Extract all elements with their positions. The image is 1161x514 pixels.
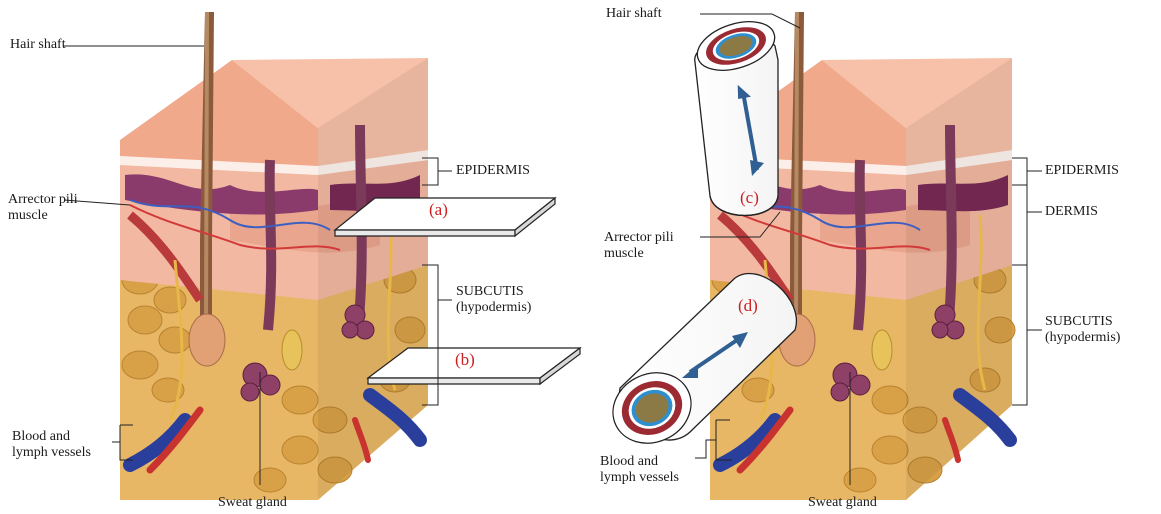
skin-block-left bbox=[120, 12, 428, 500]
label-arrector-left: Arrector pili muscle bbox=[8, 192, 78, 224]
label-dermis-right: DERMIS bbox=[1045, 204, 1098, 220]
label-arrector-right: Arrector pili muscle bbox=[604, 230, 674, 262]
label-hair-shaft-right: Hair shaft bbox=[606, 6, 662, 22]
cylinder-sample-c bbox=[690, 13, 781, 216]
label-vessels-right: Blood and lymph vessels bbox=[600, 454, 679, 486]
label-cylinder-c: (c) bbox=[740, 190, 759, 206]
label-plate-b: (b) bbox=[455, 352, 475, 368]
label-sweat-gland-left: Sweat gland bbox=[218, 495, 287, 511]
label-subcutis-left: SUBCUTIS (hypodermis) bbox=[456, 284, 531, 316]
label-plate-a: (a) bbox=[429, 202, 448, 218]
label-sweat-gland-right: Sweat gland bbox=[808, 495, 877, 511]
label-epidermis-right: EPIDERMIS bbox=[1045, 163, 1119, 179]
label-epidermis-left: EPIDERMIS bbox=[456, 163, 530, 179]
label-vessels-left: Blood and lymph vessels bbox=[12, 429, 91, 461]
label-subcutis-right: SUBCUTIS (hypodermis) bbox=[1045, 314, 1120, 346]
label-cylinder-d: (d) bbox=[738, 298, 758, 314]
label-hair-shaft-left: Hair shaft bbox=[10, 37, 66, 53]
